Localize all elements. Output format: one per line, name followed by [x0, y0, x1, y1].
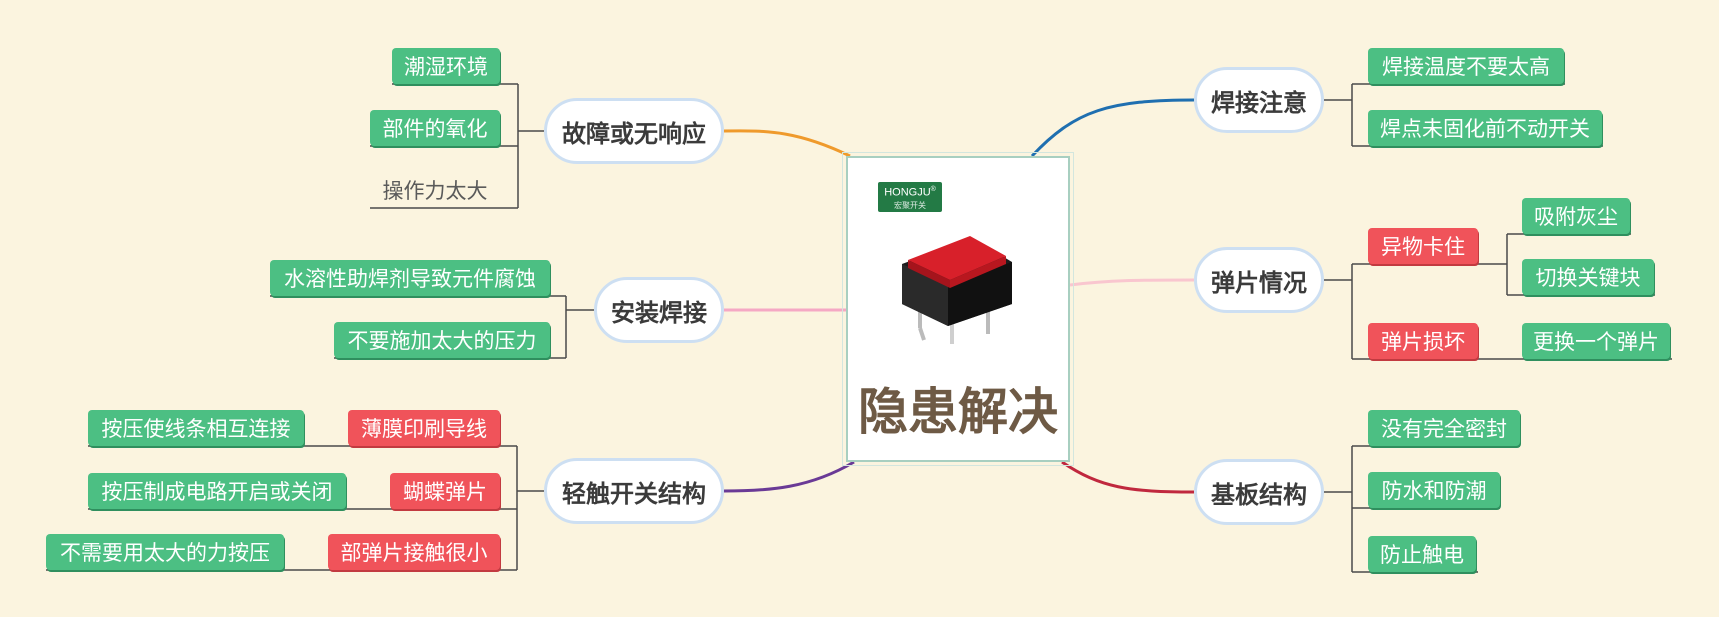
branch-spring[interactable]: 弹片情况	[1194, 247, 1324, 313]
node-membrane-wire[interactable]: 薄膜印刷导线	[348, 410, 500, 446]
link-board	[1061, 460, 1195, 494]
leaf-absorb-dust[interactable]: 吸附灰尘	[1522, 198, 1630, 234]
leaf-switch-key-block[interactable]: 切换关键块	[1522, 259, 1654, 295]
center-card: HONGJU® 宏聚开关 隐患解决	[842, 152, 1074, 466]
tactile-switch-image	[902, 236, 1012, 344]
node-spring-damaged[interactable]: 弹片损坏	[1368, 323, 1478, 359]
node-foreign-object[interactable]: 异物卡住	[1368, 228, 1478, 264]
node-small-contact[interactable]: 部弹片接触很小	[328, 534, 500, 570]
leaf-not-sealed[interactable]: 没有完全密封	[1368, 410, 1520, 446]
link-spring	[1069, 278, 1195, 287]
leaf-press-connect-lines[interactable]: 按压使线条相互连接	[88, 410, 304, 446]
brand-logo: HONGJU® 宏聚开关	[878, 182, 942, 212]
center-title: 隐患解决	[858, 383, 1058, 441]
leaf-waterproof-moisture[interactable]: 防水和防潮	[1368, 472, 1500, 508]
branch-board[interactable]: 基板结构	[1194, 459, 1324, 525]
leaf-humid-environment[interactable]: 潮湿环境	[392, 48, 500, 84]
leaf-force-too-high[interactable]: 操作力太大	[382, 179, 488, 203]
leaf-no-move-before-cure[interactable]: 焊点未固化前不动开关	[1368, 110, 1602, 146]
leaf-part-oxidation[interactable]: 部件的氧化	[370, 110, 500, 146]
link-weld	[1030, 98, 1195, 158]
branch-weld[interactable]: 焊接注意	[1194, 67, 1324, 133]
leaf-prevent-shock[interactable]: 防止触电	[1368, 536, 1476, 572]
leaf-press-open-close[interactable]: 按压制成电路开启或关闭	[88, 473, 346, 509]
branch-fault[interactable]: 故障或无响应	[544, 98, 724, 164]
leaf-replace-spring[interactable]: 更换一个弹片	[1522, 323, 1670, 359]
leaf-flux-corrosion[interactable]: 水溶性助焊剂导致元件腐蚀	[270, 260, 550, 296]
link-fault	[723, 129, 851, 158]
leaf-no-excess-pressure[interactable]: 不要施加太大的压力	[334, 322, 550, 358]
leaf-temp-not-high[interactable]: 焊接温度不要太高	[1368, 48, 1564, 84]
link-structure	[723, 460, 855, 493]
node-butterfly-spring[interactable]: 蝴蝶弹片	[390, 473, 500, 509]
branch-structure[interactable]: 轻触开关结构	[544, 458, 724, 524]
leaf-no-big-force[interactable]: 不需要用太大的力按压	[46, 534, 284, 570]
branch-install[interactable]: 安装焊接	[594, 277, 724, 343]
